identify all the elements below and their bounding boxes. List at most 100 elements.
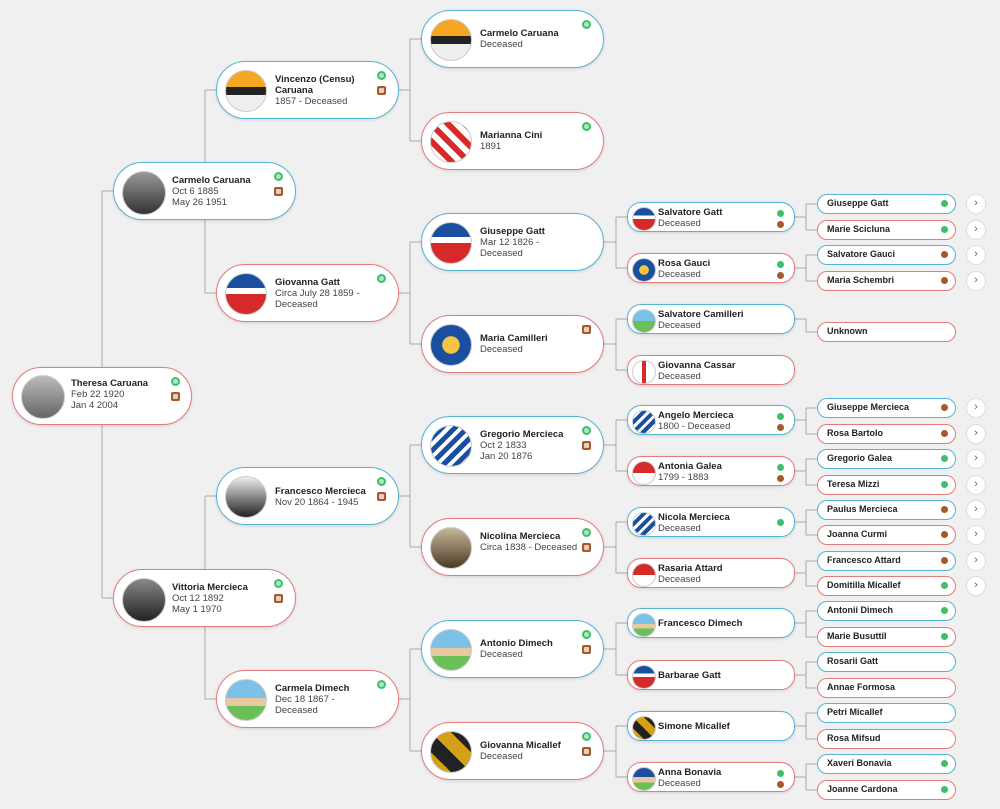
person-card-anna-bonavia[interactable]: Anna Bonavia Deceased bbox=[627, 762, 795, 792]
chevron-right-icon[interactable]: › bbox=[966, 449, 986, 469]
person-card-antonio-dimech[interactable]: Antonio Dimech Deceased bbox=[421, 620, 604, 678]
person-card-gregorio-mercieca[interactable]: Gregorio Mercieca Oct 2 1833 Jan 20 1876 bbox=[421, 416, 604, 474]
person-card-francesco-dimech[interactable]: Francesco Dimech bbox=[627, 608, 795, 638]
person-card-giovanna-gatt[interactable]: Giovanna Gatt Circa July 28 1859 - Decea… bbox=[216, 264, 399, 322]
record-icon[interactable] bbox=[274, 594, 283, 603]
life-dates: Deceased bbox=[658, 218, 701, 229]
person-card-maria-camilleri[interactable]: Maria Camilleri Deceased bbox=[421, 315, 604, 373]
ancestor-pill-marie-busuttil[interactable]: Marie Busuttil bbox=[817, 627, 956, 647]
person-card-giovanna-micallef[interactable]: Giovanna Micallef Deceased bbox=[421, 722, 604, 780]
record-icon[interactable] bbox=[582, 747, 591, 756]
person-card-marianna-cini[interactable]: Marianna Cini 1891 bbox=[421, 112, 604, 170]
chevron-right-icon[interactable]: › bbox=[966, 576, 986, 596]
person-name: Antonio Dimech bbox=[480, 638, 553, 649]
record-icon[interactable] bbox=[582, 645, 591, 654]
ancestor-pill-joanne-cardona[interactable]: Joanne Cardona bbox=[817, 780, 956, 800]
person-card-carmelo-caruana[interactable]: Carmelo Caruana Oct 6 1885 May 26 1951 bbox=[113, 162, 296, 220]
ancestor-pill-marie-scicluna[interactable]: Marie Scicluna bbox=[817, 220, 956, 240]
ancestor-pill-giuseppe-gatt[interactable]: Giuseppe Gatt bbox=[817, 194, 956, 214]
record-icon[interactable] bbox=[582, 543, 591, 552]
person-name: Anna Bonavia bbox=[658, 767, 722, 778]
person-card-salvatore-gatt[interactable]: Salvatore Gatt Deceased bbox=[627, 202, 795, 232]
record-icon[interactable] bbox=[582, 325, 591, 334]
ancestor-pill-joanna-curmi[interactable]: Joanna Curmi bbox=[817, 525, 956, 545]
record-icon[interactable] bbox=[274, 187, 283, 196]
ancestor-pill-francesco-attard[interactable]: Francesco Attard bbox=[817, 551, 956, 571]
person-card-giuseppe-gatt[interactable]: Giuseppe Gatt Mar 12 1826 - Deceased bbox=[421, 213, 604, 271]
ancestor-pill-maria-schembri[interactable]: Maria Schembri bbox=[817, 271, 956, 291]
person-name: Gregorio Galea bbox=[827, 453, 893, 463]
person-name: Francesco Attard bbox=[827, 555, 901, 565]
ancestor-pill-annae-formosa[interactable]: Annae Formosa bbox=[817, 678, 956, 698]
ancestor-pill-giuseppe-mercieca[interactable]: Giuseppe Mercieca bbox=[817, 398, 956, 418]
chevron-right-icon[interactable]: › bbox=[966, 194, 986, 214]
person-card-rasaria-attard[interactable]: Rasaria Attard Deceased bbox=[627, 558, 795, 588]
coat-of-arms-icon bbox=[632, 767, 656, 791]
person-card-antonia-galea[interactable]: Antonia Galea 1799 - 1883 bbox=[627, 456, 795, 486]
tree-status-dot bbox=[777, 413, 784, 420]
coat-of-arms-icon bbox=[632, 665, 656, 689]
person-card-francesco-mercieca[interactable]: Francesco Mercieca Nov 20 1864 - 1945 bbox=[216, 467, 399, 525]
record-icon[interactable] bbox=[377, 86, 386, 95]
person-card-carmela-dimech[interactable]: Carmela Dimech Dec 18 1867 - Deceased bbox=[216, 670, 399, 728]
person-card-vincenzo-caruana[interactable]: Vincenzo (Censu) Caruana 1857 - Deceased bbox=[216, 61, 399, 119]
ancestor-pill-unknown[interactable]: Unknown bbox=[817, 322, 956, 342]
record-icon[interactable] bbox=[582, 441, 591, 450]
tree-status-dot bbox=[941, 455, 948, 462]
family-tree-icon[interactable] bbox=[377, 71, 386, 80]
ancestor-pill-petri-micallef[interactable]: Petri Micallef bbox=[817, 703, 956, 723]
family-tree-icon[interactable] bbox=[582, 528, 591, 537]
ancestor-pill-rosarii-gatt[interactable]: Rosarii Gatt bbox=[817, 652, 956, 672]
ancestor-pill-xaveri-bonavia[interactable]: Xaveri Bonavia bbox=[817, 754, 956, 774]
person-card-barbarae-gatt[interactable]: Barbarae Gatt bbox=[627, 660, 795, 690]
chevron-right-icon[interactable]: › bbox=[966, 398, 986, 418]
ancestor-pill-gregorio-galea[interactable]: Gregorio Galea bbox=[817, 449, 956, 469]
person-name: Francesco Mercieca bbox=[275, 486, 366, 497]
person-card-simone-micallef[interactable]: Simone Micallef bbox=[627, 711, 795, 741]
family-tree-icon[interactable] bbox=[274, 579, 283, 588]
person-card-giovanna-cassar[interactable]: Giovanna Cassar Deceased bbox=[627, 355, 795, 385]
family-tree-icon[interactable] bbox=[582, 122, 591, 131]
family-tree-icon[interactable] bbox=[582, 732, 591, 741]
record-icon[interactable] bbox=[377, 492, 386, 501]
ancestor-pill-rosa-mifsud[interactable]: Rosa Mifsud bbox=[817, 729, 956, 749]
ancestor-pill-paulus-mercieca[interactable]: Paulus Mercieca bbox=[817, 500, 956, 520]
person-card-carmelo-caruana-sr[interactable]: Carmelo Caruana Deceased bbox=[421, 10, 604, 68]
person-card-nicola-mercieca[interactable]: Nicola Mercieca Deceased bbox=[627, 507, 795, 537]
person-card-angelo-mercieca[interactable]: Angelo Mercieca 1800 - Deceased bbox=[627, 405, 795, 435]
ancestor-pill-rosa-bartolo[interactable]: Rosa Bartolo bbox=[817, 424, 956, 444]
person-name: Antonii Dimech bbox=[827, 605, 894, 615]
ancestor-pill-teresa-mizzi[interactable]: Teresa Mizzi bbox=[817, 475, 956, 495]
ancestor-pill-antonii-dimech[interactable]: Antonii Dimech bbox=[817, 601, 956, 621]
family-tree-icon[interactable] bbox=[274, 172, 283, 181]
portrait-photo bbox=[21, 375, 65, 419]
chevron-right-icon[interactable]: › bbox=[966, 500, 986, 520]
family-tree-icon[interactable] bbox=[377, 274, 386, 283]
tree-status-dot bbox=[941, 607, 948, 614]
chevron-right-icon[interactable]: › bbox=[966, 525, 986, 545]
family-tree-icon[interactable] bbox=[171, 377, 180, 386]
person-card-salvatore-camilleri[interactable]: Salvatore Camilleri Deceased bbox=[627, 304, 795, 334]
person-card-rosa-gauci[interactable]: Rosa Gauci Deceased bbox=[627, 253, 795, 283]
life-dates: Deceased bbox=[480, 751, 523, 762]
chevron-right-icon[interactable]: › bbox=[966, 271, 986, 291]
person-name: Salvatore Camilleri bbox=[658, 309, 744, 320]
family-tree-icon[interactable] bbox=[582, 426, 591, 435]
person-card-nicolina-mercieca[interactable]: Nicolina Mercieca Circa 1838 - Deceased bbox=[421, 518, 604, 576]
family-tree-icon[interactable] bbox=[377, 477, 386, 486]
ancestor-pill-salvatore-gauci[interactable]: Salvatore Gauci bbox=[817, 245, 956, 265]
family-tree-icon[interactable] bbox=[582, 20, 591, 29]
chevron-right-icon[interactable]: › bbox=[966, 551, 986, 571]
ancestor-pill-domitilla-micallef[interactable]: Domitilla Micallef bbox=[817, 576, 956, 596]
chevron-right-icon[interactable]: › bbox=[966, 220, 986, 240]
chevron-right-icon[interactable]: › bbox=[966, 424, 986, 444]
chevron-right-icon[interactable]: › bbox=[966, 245, 986, 265]
family-tree-icon[interactable] bbox=[582, 630, 591, 639]
family-tree-icon[interactable] bbox=[377, 680, 386, 689]
record-icon[interactable] bbox=[171, 392, 180, 401]
person-card-vittoria-mercieca[interactable]: Vittoria Mercieca Oct 12 1892 May 1 1970 bbox=[113, 569, 296, 627]
person-card-theresa-caruana[interactable]: Theresa Caruana Feb 22 1920 Jan 4 2004 bbox=[12, 367, 192, 425]
chevron-right-icon[interactable]: › bbox=[966, 475, 986, 495]
life-dates: Deceased bbox=[480, 344, 523, 355]
coat-of-arms-icon bbox=[430, 324, 472, 366]
